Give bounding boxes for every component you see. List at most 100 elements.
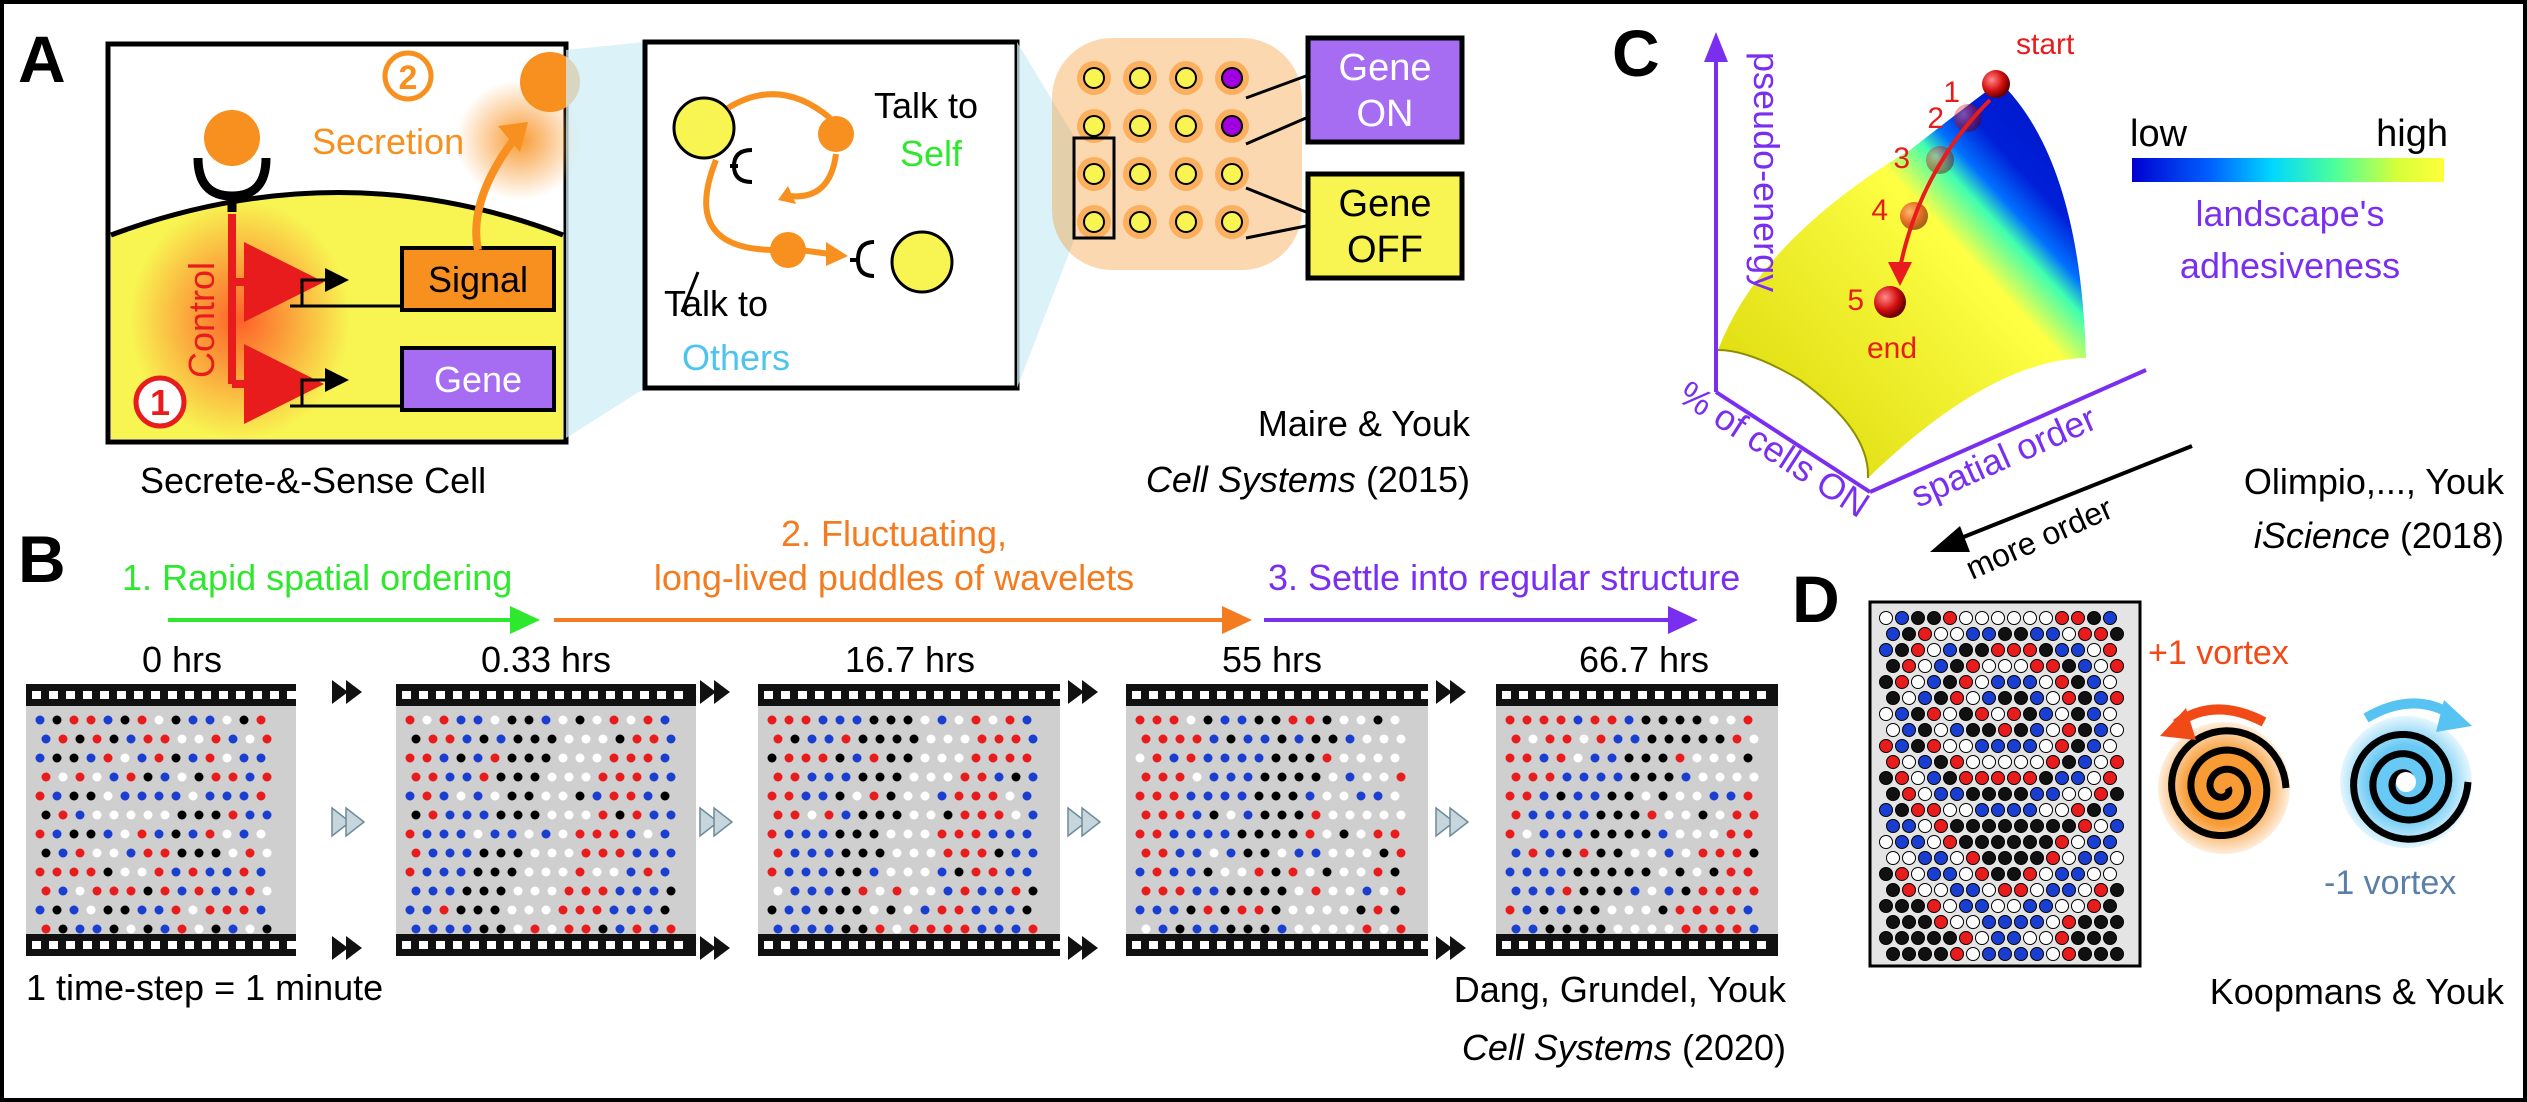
film-frame-0 xyxy=(26,684,296,956)
citation-b-year: (2020) xyxy=(1682,1027,1786,1068)
citation-a-line2: Cell Systems (2015) xyxy=(1146,459,1470,500)
gene-off-1: Gene xyxy=(1339,183,1432,225)
lattice-cell xyxy=(1221,115,1243,137)
panel-b-label: B xyxy=(18,522,66,596)
cell-caption: Secrete-&-Sense Cell xyxy=(140,460,486,501)
end-label: end xyxy=(1867,332,1917,365)
step-label-2: 2 xyxy=(1927,102,1944,135)
lattice-cell xyxy=(1129,115,1151,137)
citation-c-authors: Olimpio,..., Youk xyxy=(2244,461,2505,502)
talk-self-2: Self xyxy=(900,133,963,174)
film-frame-3 xyxy=(1126,684,1430,956)
phase-2-label-2: long-lived puddles of wavelets xyxy=(654,557,1134,598)
ball-5 xyxy=(1874,286,1906,318)
gene-on-box xyxy=(1305,35,1465,145)
citation-a-authors: Maire & Youk xyxy=(1258,403,1471,444)
step-label-5: 5 xyxy=(1847,284,1864,317)
lattice-cell xyxy=(1221,67,1243,89)
lattice-cell xyxy=(1129,163,1151,185)
colorbar-low: low xyxy=(2130,113,2188,155)
colorbar-gradient xyxy=(2132,158,2444,182)
step-label-4: 4 xyxy=(1871,194,1888,227)
citation-a-year: (2015) xyxy=(1366,459,1470,500)
phase-1-label: 1. Rapid spatial ordering xyxy=(122,557,512,598)
lattice-cell xyxy=(1083,163,1105,185)
frame-time-0: 0 hrs xyxy=(142,639,222,680)
frame-time-1: 0.33 hrs xyxy=(481,639,611,680)
colorbar-label-1: landscape's xyxy=(2196,193,2385,234)
citation-b-authors: Dang, Grundel, Youk xyxy=(1454,969,1787,1010)
lattice-cell xyxy=(1175,67,1197,89)
panel-a-label: A xyxy=(18,22,66,96)
step-label-3: 3 xyxy=(1893,142,1910,175)
citation-b-line2: Cell Systems (2020) xyxy=(1462,1027,1786,1068)
gene-off-box xyxy=(1305,171,1465,281)
gene-on-1: Gene xyxy=(1339,47,1432,89)
x-axis-label-3: more order xyxy=(1960,490,2118,587)
citation-a-journal: Cell Systems xyxy=(1146,459,1356,500)
lattice-cell xyxy=(1083,67,1105,89)
lattice-cell xyxy=(1083,211,1105,233)
gene-off-2: OFF xyxy=(1347,229,1423,271)
citation-b-journal: Cell Systems xyxy=(1462,1027,1672,1068)
colorbar-label-2: adhesiveness xyxy=(2180,245,2400,286)
gene-label: Gene xyxy=(434,359,522,400)
lattice-cell xyxy=(1175,115,1197,137)
lattice-cell xyxy=(1083,115,1105,137)
panel-c-label: C xyxy=(1612,16,1660,90)
colorbar: low high landscape's adhesiveness xyxy=(2130,113,2448,286)
minus-vortex-icon xyxy=(2340,698,2472,848)
film-frame-2 xyxy=(758,684,1062,956)
citation-c-journal: iScience xyxy=(2254,515,2390,556)
film-frame-1 xyxy=(396,684,696,956)
zoom-wedge xyxy=(566,42,645,438)
lattice-cell xyxy=(1129,211,1151,233)
step-1-number: 1 xyxy=(150,382,170,423)
talk-to-self-others-diagram: Talk to Self Talk to Others xyxy=(642,39,1020,391)
start-label: start xyxy=(2016,28,2075,61)
zoom-wedge-2 xyxy=(1017,42,1075,388)
secretion-label: Secretion xyxy=(312,121,464,162)
colorbar-high: high xyxy=(2376,113,2448,155)
lattice-cell xyxy=(1221,163,1243,185)
phase-3-label: 3. Settle into regular structure xyxy=(1268,557,1740,598)
frame-time-4: 66.7 hrs xyxy=(1579,639,1709,680)
panel-d-label: D xyxy=(1792,562,1840,636)
minus-vortex-label: -1 vortex xyxy=(2324,864,2456,902)
ball-2 xyxy=(1954,104,1982,132)
citation-c-line2: iScience (2018) xyxy=(2254,515,2504,556)
citation-c-year: (2018) xyxy=(2400,515,2504,556)
lattice-cell xyxy=(1221,211,1243,233)
step-label-1: 1 xyxy=(1943,76,1960,109)
frame-time-3: 55 hrs xyxy=(1222,639,1322,680)
plus-vortex-icon xyxy=(2158,704,2290,854)
phase-2-arrow xyxy=(1222,606,1252,634)
phase-2-label-1: 2. Fluctuating, xyxy=(781,513,1007,554)
citation-d-authors: Koopmans & Youk xyxy=(2210,971,2505,1012)
phase-3-arrow xyxy=(1668,606,1698,634)
gene-box xyxy=(400,346,556,412)
talk-others-2: Others xyxy=(682,337,790,378)
simulation-filmstrip xyxy=(26,680,1778,960)
control-label: Control xyxy=(181,262,222,378)
film-frame-4 xyxy=(1496,684,1778,956)
plus-vortex-label: +1 vortex xyxy=(2148,634,2289,672)
vortex-lattice xyxy=(1868,600,2142,968)
phase-1-arrow xyxy=(510,606,540,634)
gene-on-2: ON xyxy=(1357,93,1414,135)
talk-self-1: Talk to xyxy=(874,85,978,126)
energy-landscape: 1 2 3 4 5 start end pseudo-energy % of c… xyxy=(1672,28,2193,587)
more-order-arrow xyxy=(1930,526,1970,552)
frame-time-2: 16.7 hrs xyxy=(845,639,975,680)
secreted-molecule xyxy=(520,52,580,112)
lattice-cell xyxy=(1175,163,1197,185)
lattice-cell xyxy=(1175,211,1197,233)
talk-others-1: Talk to xyxy=(664,283,768,324)
bound-ligand xyxy=(204,110,260,166)
secrete-sense-cell-diagram: Control 1 Signal Gene 2 Secretion xyxy=(105,41,584,445)
step-2-number: 2 xyxy=(399,59,418,97)
ball-1 xyxy=(1982,70,2010,98)
lattice-cell xyxy=(1129,67,1151,89)
